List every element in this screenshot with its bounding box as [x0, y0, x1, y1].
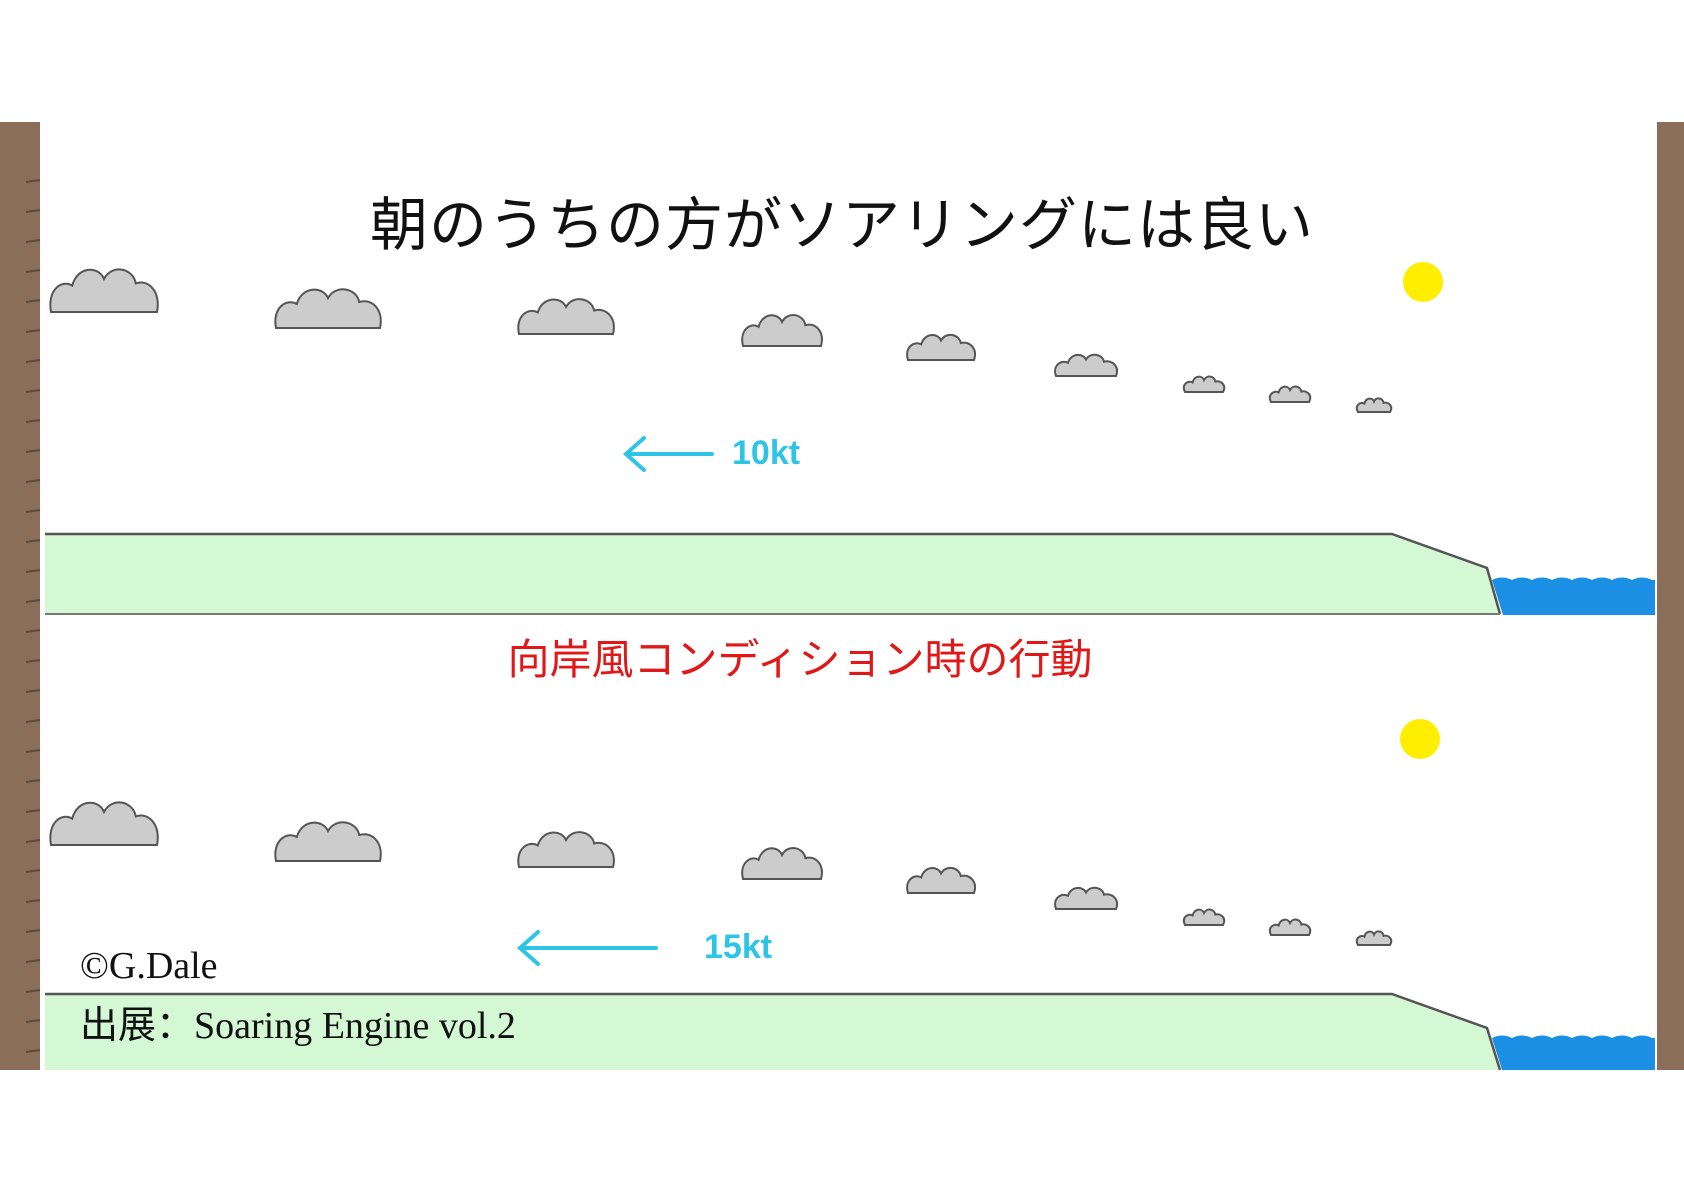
- cloud-icon: [1184, 910, 1224, 925]
- cloud-icon: [1357, 398, 1391, 412]
- page-title: 朝のうちの方がソアリングには良い: [0, 178, 1684, 262]
- scene-illustration: [0, 122, 1684, 1070]
- cloud-icon: [518, 299, 614, 334]
- cloud-icon: [1055, 355, 1117, 376]
- cloud-icon: [1357, 931, 1391, 945]
- copyright-text: ©G.Dale: [80, 944, 218, 988]
- subtitle: 向岸風コンディション時の行動: [0, 626, 1600, 687]
- wind-arrow-icon: [626, 438, 712, 470]
- cloud-icon: [275, 822, 380, 861]
- sea: [1492, 578, 1655, 616]
- land: [45, 534, 1500, 614]
- cloud-icon: [742, 848, 822, 879]
- sea: [1492, 1036, 1655, 1071]
- source-text: 出展：Soaring Engine vol.2: [80, 994, 516, 1049]
- right-frame-border: [1657, 122, 1684, 1070]
- cloud-icon: [907, 868, 975, 893]
- wind-speed-label: 15kt: [704, 928, 772, 967]
- cloud-icon: [1055, 888, 1117, 909]
- wind-speed-label: 10kt: [732, 434, 800, 473]
- cloud-icon: [742, 315, 822, 346]
- sun-icon: [1403, 262, 1443, 302]
- cloud-icon: [1184, 377, 1224, 392]
- sun-icon: [1400, 719, 1440, 759]
- slide: 朝のうちの方がソアリングには良い 向岸風コンディション時の行動 10kt 15k…: [0, 122, 1684, 1070]
- wind-arrow-icon: [520, 932, 656, 964]
- cloud-icon: [907, 335, 975, 360]
- cloud-icon: [518, 832, 614, 867]
- cloud-icon: [50, 269, 157, 312]
- cloud-icon: [1270, 920, 1310, 935]
- cloud-icon: [1270, 387, 1310, 402]
- left-frame-border: [0, 122, 40, 1070]
- cloud-icon: [275, 289, 380, 328]
- cloud-icon: [50, 802, 157, 845]
